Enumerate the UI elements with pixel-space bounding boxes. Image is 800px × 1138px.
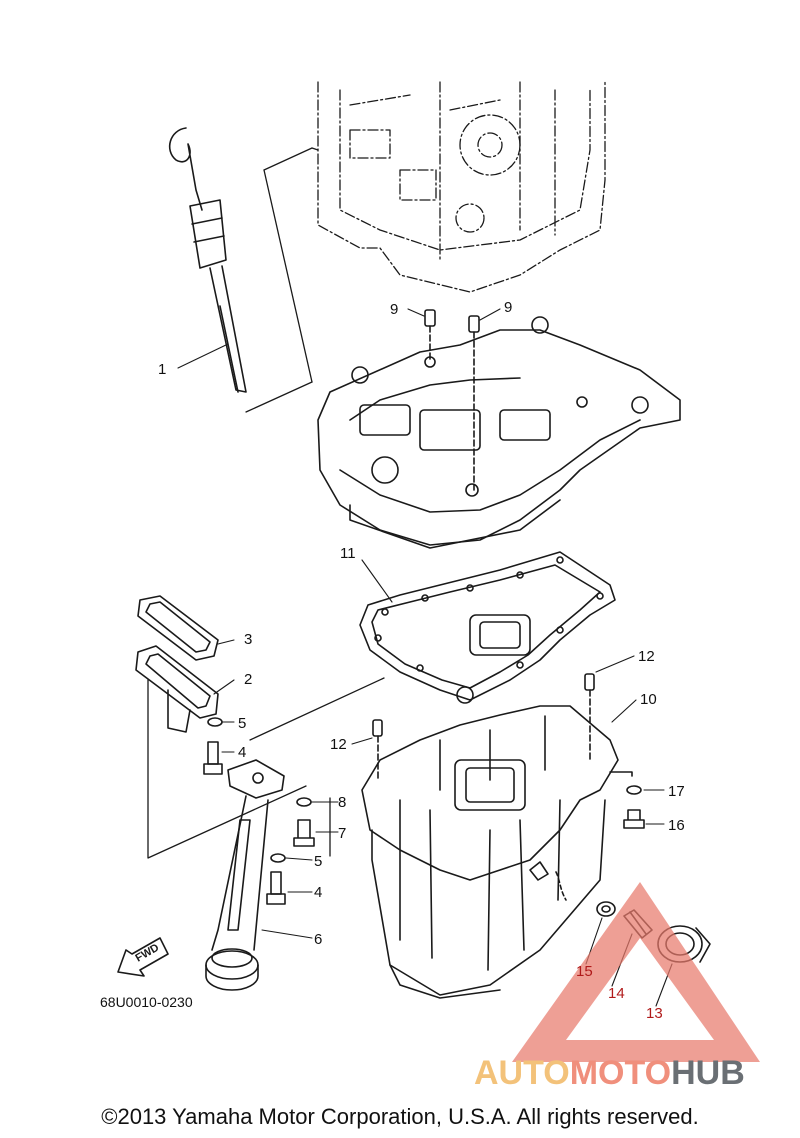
callout-4b: 4	[314, 884, 323, 901]
watermark-part-moto: MOTO	[569, 1054, 672, 1092]
watermark-triangle	[512, 882, 760, 1062]
callout-leaders	[177, 308, 673, 1007]
baffle-2	[135, 645, 219, 733]
callout-11: 11	[340, 545, 356, 562]
callout-9b: 9	[504, 299, 513, 316]
gauge-bracket-line	[245, 147, 319, 413]
callout-5a: 5	[238, 715, 247, 732]
callout-2: 2	[244, 671, 253, 688]
callout-8: 8	[338, 794, 347, 811]
callout-7: 7	[338, 825, 347, 842]
watermark-part-hub: HUB	[671, 1054, 745, 1092]
dowel-pins-12	[372, 673, 595, 781]
oil-strainer-6	[205, 759, 285, 991]
small-fasteners	[203, 717, 315, 905]
callout-3: 3	[244, 631, 253, 648]
gasket-3	[137, 595, 219, 661]
dowel-pins-9	[424, 309, 480, 491]
engine-block-outline	[317, 81, 606, 293]
alignment-lines	[147, 677, 385, 859]
oil-level-gauge	[168, 127, 247, 393]
exhaust-guide-plate	[317, 316, 681, 549]
callout-14: 14	[608, 985, 625, 1002]
watermark-logo: AUTOMOTOHUB	[474, 1056, 745, 1090]
callout-4a: 4	[238, 744, 247, 761]
pan-fasteners	[609, 771, 645, 829]
callout-6: 6	[314, 931, 323, 948]
fwd-arrow-icon	[117, 937, 169, 977]
callout-15: 15	[576, 963, 593, 980]
callout-10: 10	[640, 691, 657, 708]
callout-5b: 5	[314, 853, 323, 870]
gasket-11	[359, 551, 616, 704]
callout-13: 13	[646, 1005, 663, 1022]
callout-12b: 12	[638, 648, 655, 665]
callout-9a: 9	[390, 301, 399, 318]
oil-pan-10	[361, 705, 619, 999]
callout-16: 16	[668, 817, 685, 834]
callout-17: 17	[668, 783, 685, 800]
callout-12a: 12	[330, 736, 347, 753]
callout-1: 1	[158, 361, 167, 378]
copyright-footer: ©2013 Yamaha Motor Corporation, U.S.A. A…	[101, 1104, 699, 1129]
drawing-code: 68U0010-0230	[100, 994, 193, 1010]
watermark-part-auto: AUTO	[474, 1054, 570, 1092]
